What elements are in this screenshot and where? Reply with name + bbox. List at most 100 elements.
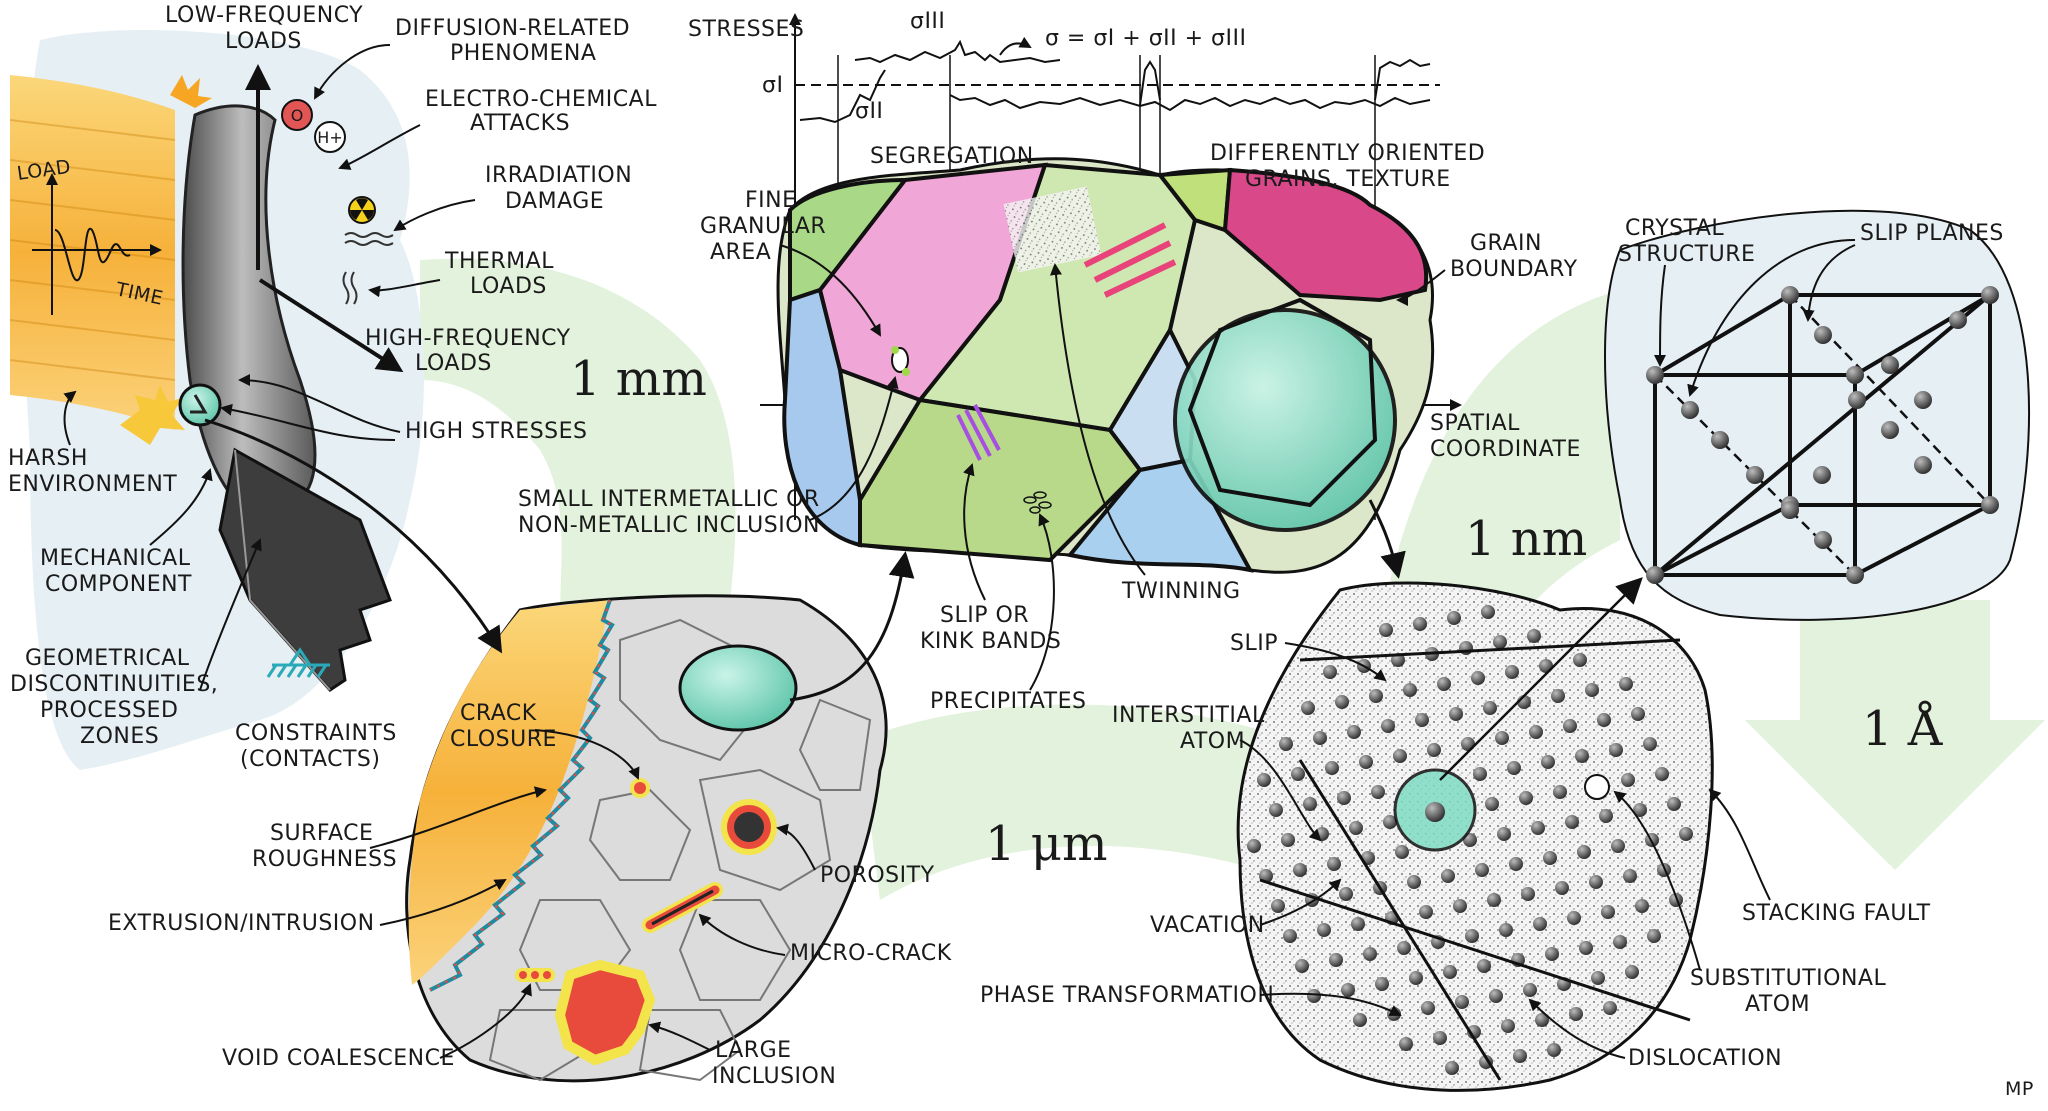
lattice-atom [1621,773,1635,787]
fine-granular-label-2: GRANULAR [700,214,826,239]
atomic-labels: SLIP INTERSTITIAL ATOM VACATION PHASE TR… [980,631,1931,1071]
diff-grains-label-2: GRAINS, TEXTURE [1245,167,1451,192]
lattice-atom [1603,1001,1617,1015]
lattice-atom [1481,605,1495,619]
lattice-atom [1497,827,1511,841]
lattice-atom [1573,653,1587,667]
lattice-atom [1443,965,1457,979]
lattice-atom [1567,911,1581,925]
lattice-atom [1501,1019,1515,1033]
lattice-atom [1465,929,1479,943]
lattice-atom [1315,827,1329,841]
extrusion-label: EXTRUSION/INTRUSION [108,911,375,936]
lattice-atom [1271,899,1285,913]
orange-surface [408,600,610,985]
lattice-atom [1579,941,1593,955]
burst-bottom [120,385,185,445]
hydrogen-icon [314,121,346,153]
lattice-atom [1329,953,1343,967]
porosity-label: POROSITY [820,863,935,888]
lattice-atom [1383,815,1397,829]
lattice-atom [1399,1037,1413,1051]
lattice-atom [1379,623,1393,637]
grain-labels: SEGREGATION FINE GRANULAR AREA DIFFERENT… [518,141,1580,714]
lattice-atom [1553,785,1567,799]
lattice-atom [1295,959,1309,973]
lattice-atom [1533,917,1547,931]
lattice-atom [1397,941,1411,955]
lattice-atom [1633,803,1647,817]
lattice-atom [1667,797,1681,811]
lattice-atom [1519,791,1533,805]
thermal-wave-icon [344,232,394,246]
electro-chemical-label-1: ELECTRO-CHEMICAL [425,87,657,112]
constraints-label-2: (CONTACTS) [240,747,380,772]
small-inclusion-label-2: NON-METALLIC INCLUSION [518,513,820,538]
diffusion-label-1: DIFFUSION-RELATED [395,16,630,41]
lattice-atom [1347,725,1361,739]
lattice-atom [1585,683,1599,697]
crystal-structure-label-2: STRUCTURE [1618,242,1755,267]
lattice-atom [1555,881,1569,895]
lattice-atom [1393,749,1407,763]
lattice-atom [1257,773,1271,787]
burst-top [170,75,212,108]
lattice-atom [1471,671,1485,685]
low-frequency-label-1: LOW-FREQUENCY [165,3,363,28]
stress-curve-sigma3 [854,39,1061,64]
fine-granular-label-1: FINE [745,188,797,213]
lattice-atom [1371,785,1385,799]
lattice-atom [1349,821,1363,835]
component-panel: LOAD TIME O H+ [9,30,424,770]
lattice-atom [1303,797,1317,811]
surface-roughness-label-1: SURFACE [270,821,373,846]
slip-planes-label: SLIP PLANES [1860,221,2004,246]
mech-component-label-2: COMPONENT [45,572,192,597]
diff-grains-label-1: DIFFERENTLY ORIENTED [1210,141,1485,166]
micro-crack-shape [642,882,723,933]
load-field [10,75,175,430]
stacking-fault-label: STACKING FAULT [1742,901,1931,926]
lattice-atom [1301,701,1315,715]
lattice-atom [1381,719,1395,733]
geom-disc-label-1: GEOMETRICAL [25,646,190,671]
lattice-atom [1487,893,1501,907]
lattice-atom [1395,845,1409,859]
lattice-atom [1523,983,1537,997]
lattice-atom [1323,665,1337,679]
grain-structure-blob [776,157,1435,574]
stress-curve-sigma2 [949,94,1431,112]
interstitial-label-2: ATOM [1180,729,1245,754]
lattice-atom [1445,1061,1459,1075]
lattice-atom [1623,869,1637,883]
lattice-atom [1611,839,1625,853]
scale-arrow-angstrom [1745,600,2045,870]
lattice-atom [1609,743,1623,757]
scale-label-nm: 1 nm [1465,511,1587,567]
precipitates [1023,491,1052,514]
precipitates-label: PRECIPITATES [930,689,1086,714]
lattice-atom [1409,971,1423,985]
mech-component-label-1: MECHANICAL [40,546,191,571]
lattice-atom [1269,803,1283,817]
lattice-atom [1363,947,1377,961]
scale-arrow-nm [1390,290,1620,650]
small-inclusion-dot [891,347,909,373]
lattice-atom [1485,797,1499,811]
lattice-atom [1507,761,1521,775]
grain-boundary-label-1: GRAIN [1470,231,1542,256]
lattice-atom [1351,917,1365,931]
lattice-atom [1545,947,1559,961]
lattice-atom [1483,701,1497,715]
stress-curve-sigma1 [799,69,886,124]
lattice-atom [1291,767,1305,781]
lattice-atom [1505,665,1519,679]
lattice-atom [1521,887,1535,901]
porosity-hole [734,812,764,842]
lattice-atom [1313,731,1327,745]
dislocation-label: DISLOCATION [1628,1046,1782,1071]
lattice-atom [1597,713,1611,727]
sigma-equation: σ = σI + σII + σIII [1045,26,1246,51]
lattice-atom [1541,755,1555,769]
